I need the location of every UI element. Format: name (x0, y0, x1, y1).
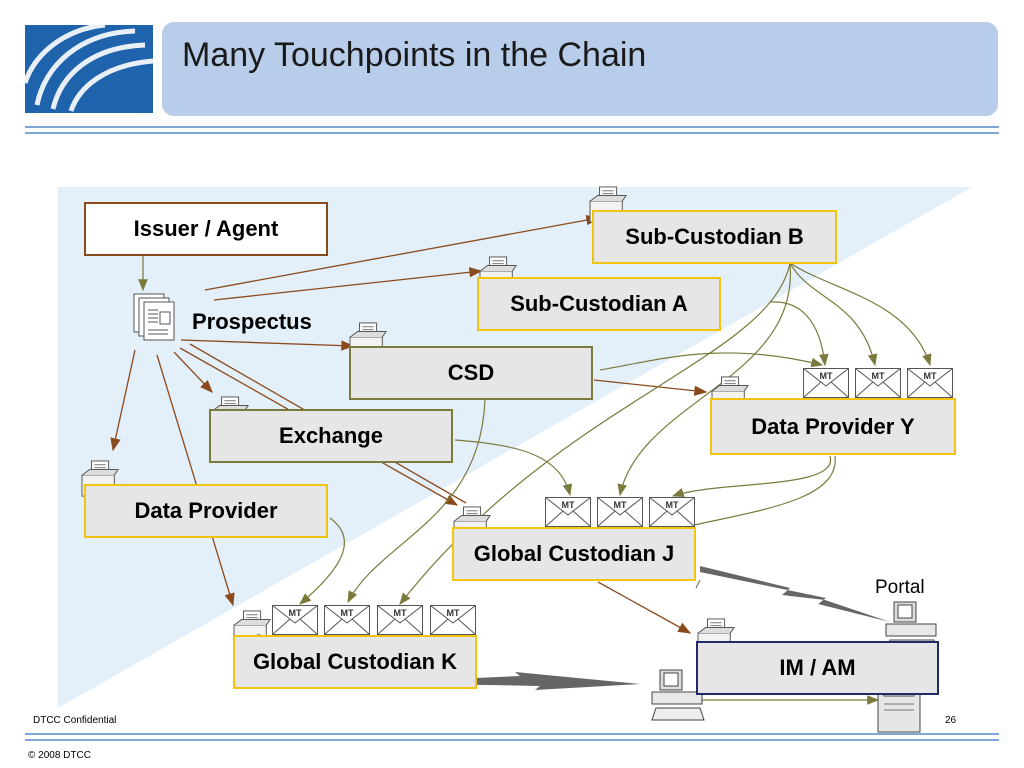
sub-custodian-a-label: Sub-Custodian A (510, 291, 688, 316)
exchange-box: Exchange (209, 409, 453, 463)
slide-title: Many Touchpoints in the Chain (182, 36, 647, 74)
arrow-dp-to-k (299, 517, 346, 605)
dtcc-logo (25, 25, 153, 113)
footer-confidential: DTCC Confidential (33, 715, 117, 726)
arrow-to-data-provider (110, 349, 136, 452)
copyright: © 2008 DTCC (28, 750, 91, 761)
arrow-to-sub-custodian-b (204, 214, 600, 291)
im-am-label: IM / AM (779, 655, 856, 680)
arrow-csd-to-k (347, 399, 486, 604)
background-panel (58, 187, 972, 708)
top-rule (25, 126, 999, 128)
mt-envelope-icon (377, 605, 423, 635)
issuer-agent-label: Issuer / Agent (133, 216, 279, 241)
arrow-csd-to-data-provider-y (593, 379, 708, 396)
arrow-to-global-custodian-k (156, 354, 235, 607)
arrow-y-to-j-2 (689, 455, 836, 527)
exchange-label: Exchange (279, 423, 383, 448)
global-custodian-j-box: Global Custodian J (452, 527, 696, 581)
csd-label: CSD (447, 360, 495, 385)
sub-custodian-b-label: Sub-Custodian B (625, 224, 804, 249)
mt-envelope-icon (907, 368, 953, 398)
portal-label: Portal (875, 577, 925, 598)
arrow-csd-to-mt1 (599, 352, 824, 371)
arrow-to-exchange (173, 351, 213, 393)
bottom-rule (25, 733, 999, 735)
sub-custodian-b-box: Sub-Custodian B (592, 210, 837, 264)
sub-custodian-a-box: Sub-Custodian A (477, 277, 721, 331)
data-provider-y-box: Data Provider Y (710, 398, 956, 455)
data-provider-label: Data Provider (134, 498, 278, 523)
bottom-rule-2 (25, 739, 999, 741)
data-provider-y-label: Data Provider Y (751, 413, 915, 439)
mt-envelope-icon (855, 368, 901, 398)
prospectus-document-icon (133, 293, 175, 341)
mt-envelope-icon (545, 497, 591, 527)
mt-envelope-icon (803, 368, 849, 398)
arrow-b-to-j (617, 262, 791, 497)
global-custodian-k-box: Global Custodian K (233, 635, 477, 689)
arrow-b-to-mt3 (789, 262, 932, 367)
mt-envelope-icon (324, 605, 370, 635)
arrow-j-stub (695, 579, 701, 589)
issuer-agent-box: Issuer / Agent (84, 202, 328, 256)
arrow-j-to-im-am (597, 581, 692, 634)
connector-k-to-pc (430, 672, 640, 690)
arrow-exchange-to-mt (454, 439, 573, 497)
prospectus-label: Prospectus (192, 309, 312, 334)
global-custodian-k-label: Global Custodian K (252, 649, 458, 674)
global-custodian-j-label: Global Custodian J (473, 541, 675, 566)
data-provider-box: Data Provider (84, 484, 328, 538)
mt-envelope-icon (272, 605, 318, 635)
connector-j-to-portal (700, 566, 890, 622)
page-number: 26 (945, 715, 957, 726)
arrow-b-to-mt2 (789, 262, 878, 367)
im-am-box: IM / AM (696, 641, 939, 695)
mt-envelope-icon (430, 605, 476, 635)
csd-box: CSD (349, 346, 593, 400)
mt-envelope-icon (649, 497, 695, 527)
mt-envelope-icon (597, 497, 643, 527)
arrow-to-csd (180, 339, 355, 351)
arrow-y-to-j (671, 455, 831, 498)
arrow-to-sub-custodian-a (213, 267, 483, 301)
top-rule-2 (25, 132, 999, 134)
arrow-a-to-mt1 (769, 301, 829, 367)
title-bar: Many Touchpoints in the Chain (162, 22, 998, 116)
